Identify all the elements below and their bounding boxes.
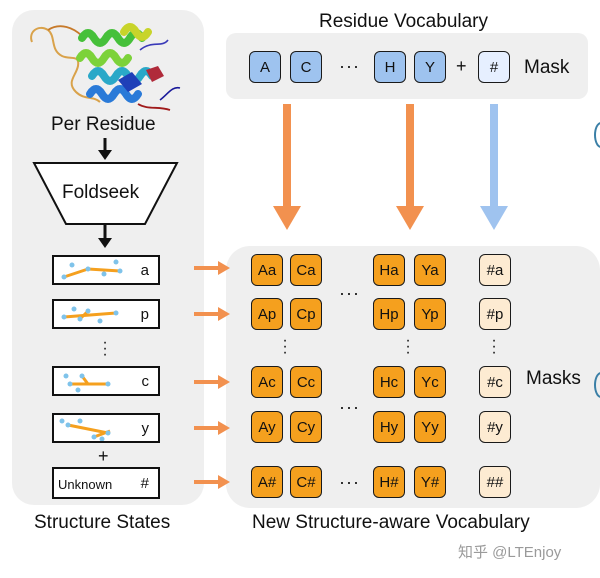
sa-mask-token: #a [479,254,511,286]
sa-mask-token: #p [479,298,511,330]
grid-vdots: ··· [491,332,497,361]
sa-mask-token: #c [479,366,511,398]
unknown-label: Unknown [58,477,113,492]
sa-token: H# [373,466,405,498]
mask-token: # [478,51,510,83]
residue-token-y: Y [414,51,446,83]
state-box-p: p [52,299,160,329]
sa-token: A# [251,466,283,498]
residue-token-h: H [374,51,406,83]
sa-token: Hc [373,366,405,398]
residue-token-a: A [249,51,281,83]
grid-ellipsis: ··· [339,283,360,303]
sa-mask-token: ## [479,466,511,498]
sa-token: Cc [290,366,322,398]
sa-token: Yp [414,298,446,330]
sa-token: Yy [414,411,446,443]
residue-vocab-title: Residue Vocabulary [319,11,488,32]
sa-mask-token: #y [479,411,511,443]
structure-states-caption: Structure States [34,512,171,533]
state-box-y: y [52,413,160,443]
state-c-label: c [141,373,150,390]
new-vocab-caption: New Structure-aware Vocabulary [252,512,530,533]
state-p-icon [61,306,119,324]
state-a-label: a [140,262,149,279]
sa-token: Cy [290,411,322,443]
residue-ellipsis: ··· [339,56,360,76]
sa-token: Ay [251,411,283,443]
foldseek-trapezoid [32,162,179,225]
per-residue-label: Per Residue [51,114,156,135]
states-vertical-ellipsis: ··· [102,334,108,363]
sa-token: Ac [251,366,283,398]
sa-token: Ya [414,254,446,286]
sa-token: Yc [414,366,446,398]
state-box-c: c [52,366,160,396]
sa-token: Hy [373,411,405,443]
state-p-label: p [140,306,149,323]
sa-token: Y# [414,466,446,498]
state-box-unknown: Unknown # [52,467,160,499]
state-y-label: y [141,420,150,437]
states-plus: + [98,446,109,466]
residue-token-c: C [290,51,322,83]
state-box-a: a [52,255,160,285]
new-vocab-panel [226,246,600,508]
protein-structure-image [30,23,181,111]
grid-ellipsis: ··· [339,397,360,417]
sa-token: Aa [251,254,283,286]
grid-ellipsis: ··· [339,472,360,492]
grid-vdots: ··· [282,332,288,361]
left-flow-graphics [32,138,179,248]
state-y-icon [59,418,111,441]
mask-label: Mask [524,57,570,78]
state-c-icon [63,373,111,393]
state-a-icon [61,259,123,280]
watermark: 知乎 @LTEnjoy [458,544,562,561]
sa-token: Ha [373,254,405,286]
sa-token: Hp [373,298,405,330]
sa-token: C# [290,466,322,498]
sa-token: Cp [290,298,322,330]
residue-vocab-panel [226,33,588,99]
masks-label: Masks [526,368,581,389]
residue-plus: + [456,56,467,76]
sa-token: Ap [251,298,283,330]
foldseek-label: Foldseek [62,182,140,203]
grid-vdots: ··· [405,332,411,361]
unknown-symbol: # [140,475,149,492]
sa-token: Ca [290,254,322,286]
